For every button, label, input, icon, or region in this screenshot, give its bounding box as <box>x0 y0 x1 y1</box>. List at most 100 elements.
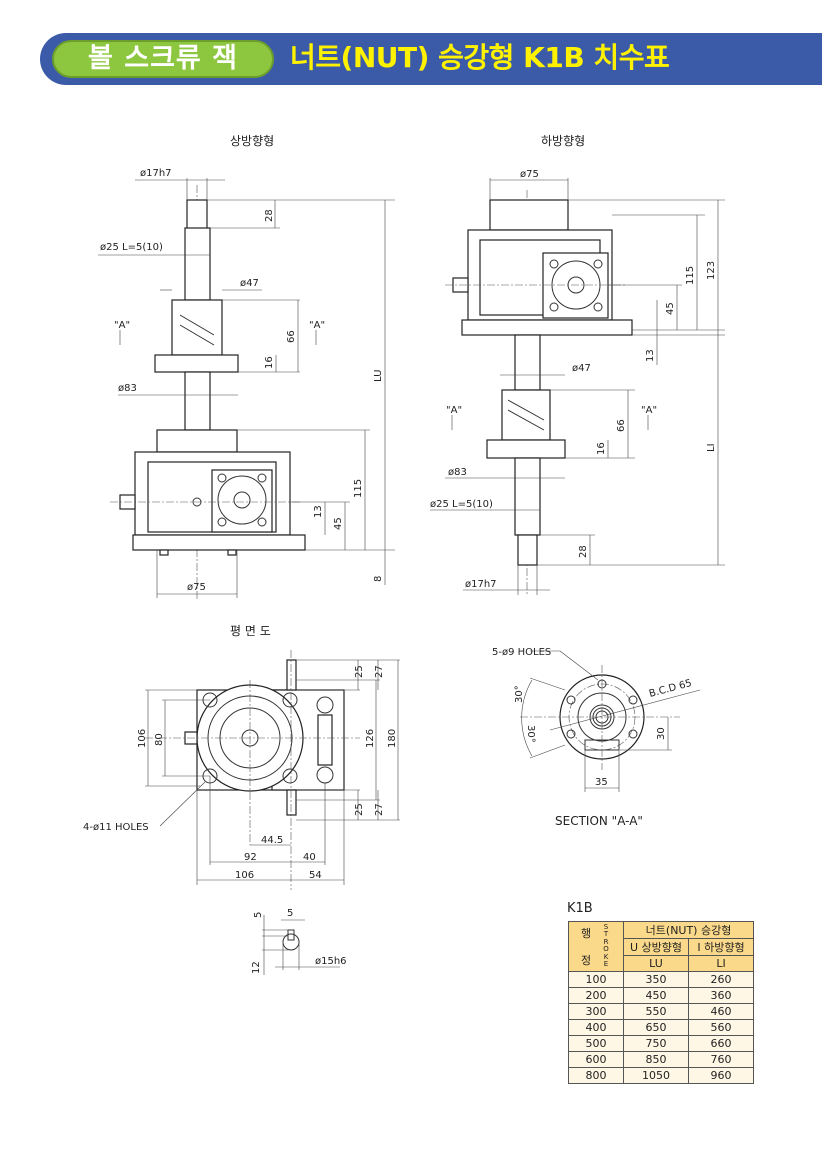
dim-label: 8 <box>373 576 384 582</box>
dim-label: 5 <box>253 912 264 918</box>
cell-li: 260 <box>688 971 754 988</box>
dim-label: 126 <box>365 729 376 748</box>
plan-view-drawing: 25 27 126 180 106 80 25 27 4-ø11 HOLES 4… <box>83 650 400 890</box>
dimension-table: 행 정 STROKE 너트(NUT) 승강형 U 상방향형 I 하방향형 LU … <box>568 921 754 1084</box>
section-marker: "A" <box>446 405 462 416</box>
dim-label: ø15h6 <box>315 956 347 967</box>
dim-label: LU <box>373 370 384 382</box>
dim-label: 30° <box>525 725 536 743</box>
dim-label: B.C.D 65 <box>648 678 693 700</box>
cell-stroke: 100 <box>568 971 624 988</box>
dim-label: 12 <box>251 961 262 974</box>
cell-lu: 450 <box>623 987 689 1004</box>
li-header: LI <box>688 955 754 972</box>
cell-stroke: 500 <box>568 1035 624 1052</box>
cell-li: 760 <box>688 1051 754 1068</box>
cell-li: 960 <box>688 1067 754 1084</box>
cell-li: 460 <box>688 1003 754 1020</box>
dim-label: 27 <box>374 665 385 678</box>
dim-label: 80 <box>154 733 165 746</box>
group-header: 너트(NUT) 승강형 <box>623 921 754 939</box>
stroke-header-top: 행 <box>581 927 592 940</box>
cell-lu: 650 <box>623 1019 689 1036</box>
dim-label: 123 <box>706 261 717 280</box>
stroke-header: 행 정 STROKE <box>568 921 624 972</box>
page-title: 너트(NUT) 승강형 K1B 치수표 <box>290 41 670 74</box>
dim-label: ø17h7 <box>465 579 497 590</box>
dim-label: 115 <box>353 479 364 498</box>
dim-label: 30° <box>514 685 525 703</box>
dim-label: 115 <box>685 266 696 285</box>
dim-label: ø83 <box>118 383 137 394</box>
dim-label: ø47 <box>240 278 259 289</box>
section-marker: "A" <box>114 320 130 331</box>
dim-label: 25 <box>354 803 365 816</box>
dim-label: ø83 <box>448 467 467 478</box>
dim-label: 28 <box>578 545 589 558</box>
cell-stroke: 300 <box>568 1003 624 1020</box>
col-i-header: I 하방향형 <box>688 938 754 956</box>
cell-lu: 1050 <box>623 1067 689 1084</box>
dim-label: 66 <box>616 419 627 432</box>
dim-label: ø25 L=5(10) <box>430 499 493 510</box>
dim-label: LI <box>706 443 717 452</box>
dim-label: 45 <box>665 302 676 315</box>
dim-label: ø47 <box>572 363 591 374</box>
cell-stroke: 600 <box>568 1051 624 1068</box>
cell-stroke: 800 <box>568 1067 624 1084</box>
cell-stroke: 400 <box>568 1019 624 1036</box>
cell-li: 560 <box>688 1019 754 1036</box>
section-marker: "A" <box>309 320 325 331</box>
section-aa-drawing: 5-ø9 HOLES B.C.D 65 30° 30° 30 35 <box>492 647 701 792</box>
holes-label: 4-ø11 HOLES <box>83 822 149 833</box>
dim-label: ø25 L=5(10) <box>100 242 163 253</box>
dim-label: 27 <box>374 803 385 816</box>
section-marker: "A" <box>641 405 657 416</box>
lu-header: LU <box>623 955 689 972</box>
downward-view-title: 하방향형 <box>541 134 586 148</box>
dim-label: 106 <box>235 870 254 881</box>
dim-label: 35 <box>595 777 608 788</box>
dim-label: 25 <box>354 665 365 678</box>
dim-label: 92 <box>244 852 257 863</box>
cell-li: 660 <box>688 1035 754 1052</box>
dim-label: 13 <box>645 349 656 362</box>
downward-view-drawing: ø75 123 115 45 13 ø47 "A" "A" 66 16 LI ø… <box>430 169 725 595</box>
dim-label: 5 <box>287 908 293 919</box>
col-u-header: U 상방향형 <box>623 938 689 956</box>
stroke-header-bottom: 정 <box>581 954 592 967</box>
dim-label: 54 <box>309 870 322 881</box>
dim-label: 44.5 <box>261 835 283 846</box>
section-title: SECTION "A-A" <box>555 814 643 828</box>
dim-label: 40 <box>303 852 316 863</box>
cell-li: 360 <box>688 987 754 1004</box>
dim-label: ø75 <box>187 582 206 593</box>
dim-label: 66 <box>286 330 297 343</box>
cell-lu: 850 <box>623 1051 689 1068</box>
holes-label: 5-ø9 HOLES <box>492 647 551 658</box>
category-badge: 볼 스크류 잭 <box>52 40 274 78</box>
dim-label: ø75 <box>520 169 539 180</box>
dim-label: 180 <box>387 729 398 748</box>
cell-lu: 350 <box>623 971 689 988</box>
shaft-key-detail: 5 5 12 ø15h6 <box>251 908 347 975</box>
dim-label: 30 <box>656 727 667 740</box>
cell-lu: 550 <box>623 1003 689 1020</box>
dim-label: 28 <box>264 209 275 222</box>
stroke-header-en: STROKE <box>603 923 609 969</box>
upward-view-drawing: ø17h7 28 ø25 L=5(10) ø47 "A" "A" 66 16 L… <box>98 168 395 600</box>
cell-lu: 750 <box>623 1035 689 1052</box>
dim-label: 106 <box>137 729 148 748</box>
dim-label: 16 <box>264 356 275 369</box>
dim-label: 13 <box>313 505 324 518</box>
dim-label: 45 <box>333 517 344 530</box>
dim-label: 16 <box>596 442 607 455</box>
